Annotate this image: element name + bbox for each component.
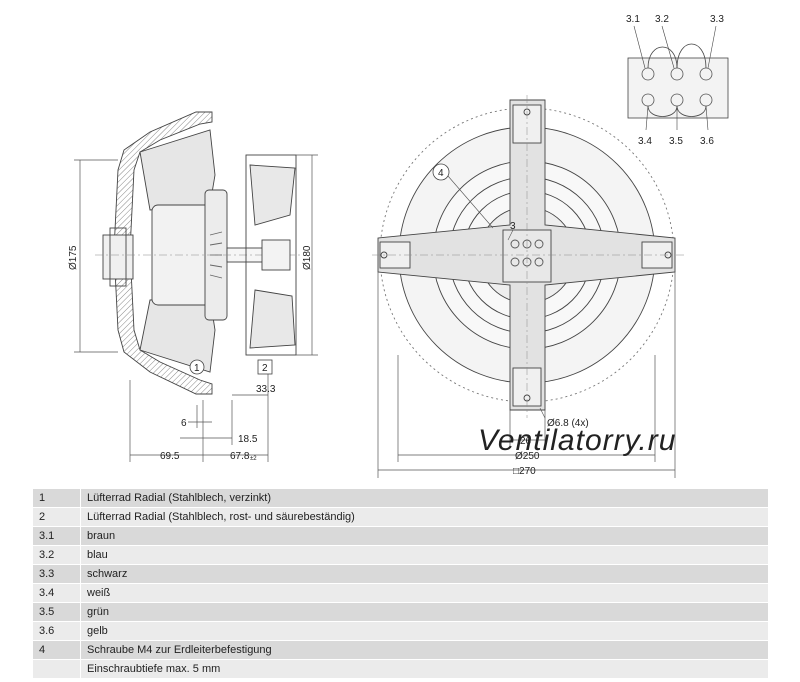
dim-square-270: □270: [513, 466, 536, 477]
legend-key: 3.3: [33, 564, 81, 584]
dim-dia-180: Ø180: [302, 245, 313, 270]
legend-text: Lüfterrad Radial (Stahlblech, verzinkt): [80, 489, 768, 508]
legend-key: 3.4: [33, 583, 81, 603]
dim-dia-175: Ø175: [68, 245, 79, 270]
dim-26: 26: [520, 436, 532, 447]
side-view: [74, 111, 318, 462]
callout-4: 4: [432, 163, 450, 181]
connector-label-3-2: 3.2: [655, 14, 669, 25]
dim-holes: Ø6.8 (4x): [547, 418, 589, 429]
watermark: Ventilatorry.ru: [478, 424, 676, 457]
legend-key: [33, 659, 81, 679]
front-view: [372, 95, 685, 478]
connector-label-3-3: 3.3: [710, 14, 724, 25]
connector-detail: [627, 25, 729, 131]
side-dimensions: [74, 154, 318, 462]
legend-key: 4: [33, 640, 81, 660]
legend-text: schwarz: [80, 564, 768, 584]
dim-69-5: 69.5: [160, 451, 180, 462]
legend-text: Einschraubtiefe max. 5 mm: [80, 659, 768, 679]
legend-text: gelb: [80, 621, 768, 641]
legend-text: grün: [80, 602, 768, 622]
legend-key: 1: [33, 489, 81, 508]
dim-67-8-tolerance: ±2: [250, 456, 257, 462]
legend-text: braun: [80, 526, 768, 546]
legend-text: Schraube M4 zur Erdleiterbefestigung: [80, 640, 768, 660]
callout-2: 2: [257, 359, 273, 375]
dim-6: 6: [181, 418, 187, 429]
dim-67-8: 67.8: [230, 451, 250, 462]
legend-row: Einschraubtiefe max. 5 mm: [33, 659, 768, 679]
connector-label-3-4: 3.4: [638, 136, 652, 147]
legend-text: weiß: [80, 583, 768, 603]
svg-text:2: 2: [262, 363, 268, 374]
legend-text: Lüfterrad Radial (Stahlblech, rost- und …: [80, 507, 768, 527]
legend-key: 3.2: [33, 545, 81, 565]
technical-drawing: Ø175 Ø180 6 18.5 69.5 67.8 ±2 33.3 1 2: [68, 14, 729, 478]
legend-key: 2: [33, 507, 81, 527]
connector-label-3-6: 3.6: [700, 136, 714, 147]
dim-33-3: 33.3: [256, 384, 276, 395]
impeller-2-outline: [245, 154, 297, 356]
legend-text: blau: [80, 545, 768, 565]
connector-label-3-5: 3.5: [669, 136, 683, 147]
impeller-2-blades: [249, 164, 296, 349]
legend-key: 3.6: [33, 621, 81, 641]
terminal-box: [102, 234, 134, 280]
dim-dia-250: Ø250: [515, 451, 540, 462]
callout-3: 3: [510, 221, 516, 232]
dim-18-5: 18.5: [238, 434, 258, 445]
svg-text:3: 3: [510, 221, 516, 232]
svg-text:4: 4: [438, 168, 444, 179]
callout-1: 1: [189, 359, 205, 375]
connector-label-3-1: 3.1: [626, 14, 640, 25]
front-dimensions: [377, 270, 676, 478]
svg-text:1: 1: [194, 363, 200, 374]
impeller-1-profile: [113, 111, 213, 395]
legend-key: 3.1: [33, 526, 81, 546]
legend-key: 3.5: [33, 602, 81, 622]
motor-cooling-slots: [209, 231, 223, 279]
